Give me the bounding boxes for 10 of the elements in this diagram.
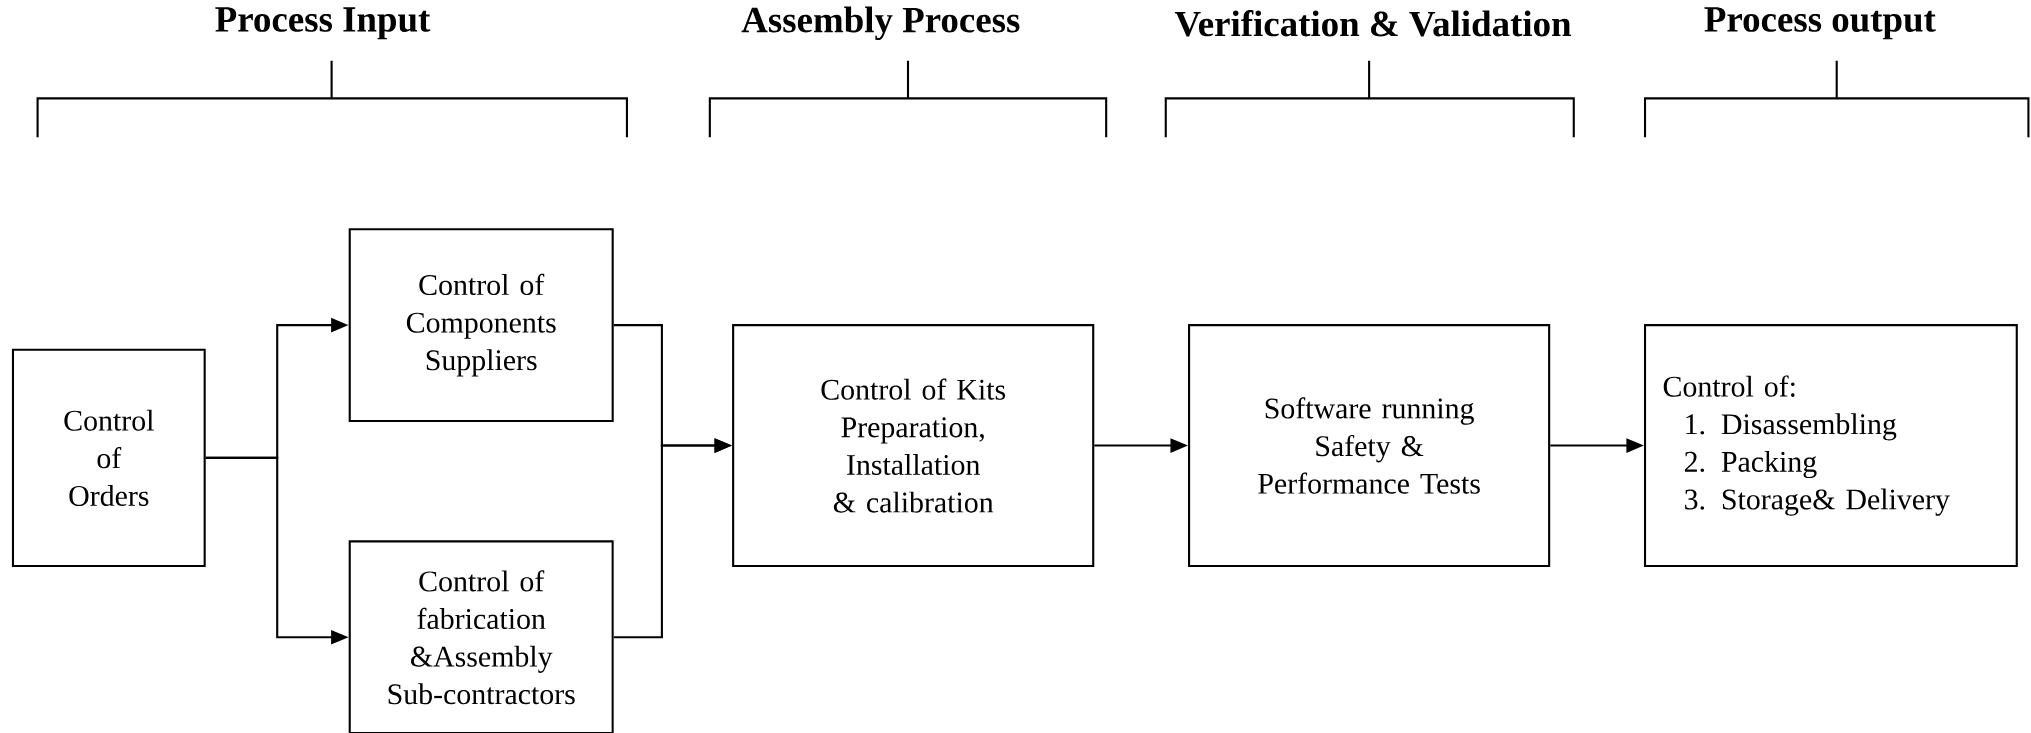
heading: Process Input: [215, 7, 431, 40]
process-box: Control of Components Suppliers: [348, 228, 614, 422]
heading: Verification & Validation: [1174, 10, 1572, 37]
heading: Process output: [1704, 7, 1936, 40]
process-box: Control of Kits Preparation, Installation & calibration: [732, 324, 1095, 568]
process-box: Control of: 1. Disassembling 2. Packing 3. Storage& Delivery: [1643, 324, 2018, 568]
heading: Assembly Process: [741, 6, 1020, 40]
process-box: Software running Safety & Performance Tests: [1188, 324, 1551, 568]
process-box: Control of fabrication &Assembly Sub-contractors: [348, 540, 614, 733]
process-box: Control of Orders: [11, 348, 206, 568]
